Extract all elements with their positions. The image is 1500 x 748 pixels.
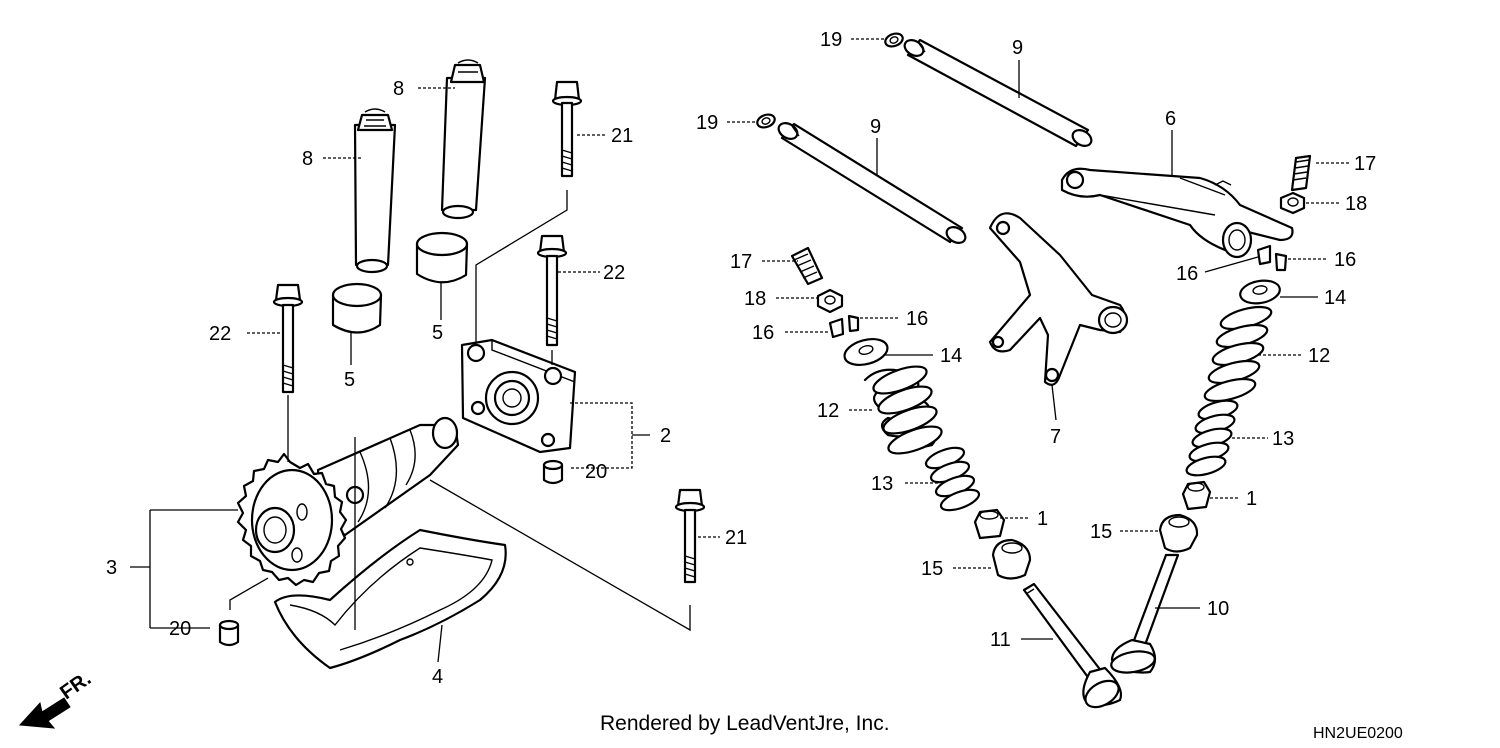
callout-22: 22 <box>209 323 231 345</box>
callout-1: 1 <box>1246 488 1257 510</box>
callout-12: 12 <box>817 400 839 422</box>
callout-12: 12 <box>1308 345 1330 367</box>
assembly-alignment-lines <box>287 190 691 632</box>
bolt-22-middle <box>536 234 568 347</box>
outer-valve-spring-12-left <box>863 365 943 455</box>
valve-cotters-16-right <box>1256 244 1288 272</box>
callout-21: 21 <box>611 125 633 147</box>
camshaft-holder-2 <box>460 338 577 454</box>
inner-valve-spring-13-right <box>1185 399 1239 477</box>
o-ring-19-upper <box>884 32 904 48</box>
callout-1: 1 <box>1037 508 1048 530</box>
callout-19: 19 <box>696 112 718 134</box>
valve-stem-seal-1-right <box>1181 480 1212 511</box>
rocker-arm-6 <box>1060 167 1294 259</box>
valve-10 <box>1110 553 1180 674</box>
tappet-5-left <box>331 282 383 334</box>
lock-nut-18-left <box>816 288 844 314</box>
callout-leader-lines <box>130 38 1350 663</box>
rendered-by-credit: Rendered by LeadVentJre, Inc. <box>600 712 890 735</box>
spring-seat-15-left <box>991 538 1032 580</box>
callout-10: 10 <box>1207 598 1229 620</box>
diagram-code: HN2UE0200 <box>1313 725 1403 742</box>
valve-11 <box>1022 582 1123 709</box>
tappet-5-right <box>415 231 469 284</box>
o-ring-19-lower <box>756 113 776 129</box>
callout-14: 14 <box>940 345 962 367</box>
callout-17: 17 <box>730 251 752 273</box>
callout-16: 16 <box>1176 263 1198 285</box>
rocker-shaft-9-lower <box>777 122 967 244</box>
spring-retainer-14-right <box>1239 279 1281 305</box>
callout-14: 14 <box>1324 287 1346 309</box>
bolt-22-left <box>272 283 304 394</box>
callout-18: 18 <box>744 288 766 310</box>
callout-11: 11 <box>990 629 1011 651</box>
callout-22: 22 <box>603 262 625 284</box>
lock-nut-18-right <box>1279 191 1306 215</box>
callout-4: 4 <box>432 666 443 688</box>
valve-stem-seal-1-left <box>973 508 1006 540</box>
inner-valve-spring-13-left <box>924 446 981 512</box>
callout-20: 20 <box>585 461 607 483</box>
callout-18: 18 <box>1345 193 1367 215</box>
callout-15: 15 <box>1090 521 1112 543</box>
cam-gear-3 <box>236 452 348 587</box>
pushrod-8-left <box>353 108 397 274</box>
bolt-21-bottom <box>674 488 706 584</box>
callout-6: 6 <box>1165 108 1176 130</box>
spring-seat-15-right <box>1158 513 1199 553</box>
pushrod-8-right <box>440 59 487 220</box>
callout-9: 9 <box>870 116 881 138</box>
rocker-arm-7 <box>988 212 1129 386</box>
rocker-shaft-9-upper <box>903 38 1093 148</box>
callout-20: 20 <box>169 618 191 640</box>
callout-8: 8 <box>393 78 404 100</box>
dowel-pin-20-lower <box>218 619 240 647</box>
callout-3: 3 <box>106 557 117 579</box>
callout-labels: 19 9 19 9 6 17 18 16 16 14 12 13 1 15 10… <box>106 29 1376 688</box>
adjusting-screw-17-right <box>1290 154 1312 192</box>
camshaft <box>316 416 460 537</box>
dowel-pin-20-upper <box>542 459 564 485</box>
callout-13: 13 <box>1272 428 1294 450</box>
front-direction-arrow: FR. <box>18 668 95 729</box>
callout-21: 21 <box>725 527 747 549</box>
callout-2: 2 <box>660 425 671 447</box>
callout-16: 16 <box>752 322 774 344</box>
adjusting-screw-17-left <box>790 246 824 286</box>
bolt-21-top <box>551 80 583 178</box>
callout-16: 16 <box>906 308 928 330</box>
spring-retainer-14-left <box>843 337 889 367</box>
callout-15: 15 <box>921 558 943 580</box>
callout-16: 16 <box>1334 249 1356 271</box>
callout-7: 7 <box>1050 426 1061 448</box>
callout-19: 19 <box>820 29 842 51</box>
outer-valve-spring-12-right <box>1203 305 1273 403</box>
callout-13: 13 <box>871 473 893 495</box>
valve-cotters-16-left <box>828 314 860 339</box>
callout-5: 5 <box>432 322 443 344</box>
gasket-4 <box>273 528 507 670</box>
callout-9: 9 <box>1012 37 1023 59</box>
callout-17: 17 <box>1354 153 1376 175</box>
callout-5: 5 <box>344 369 355 391</box>
callout-8: 8 <box>302 148 313 170</box>
